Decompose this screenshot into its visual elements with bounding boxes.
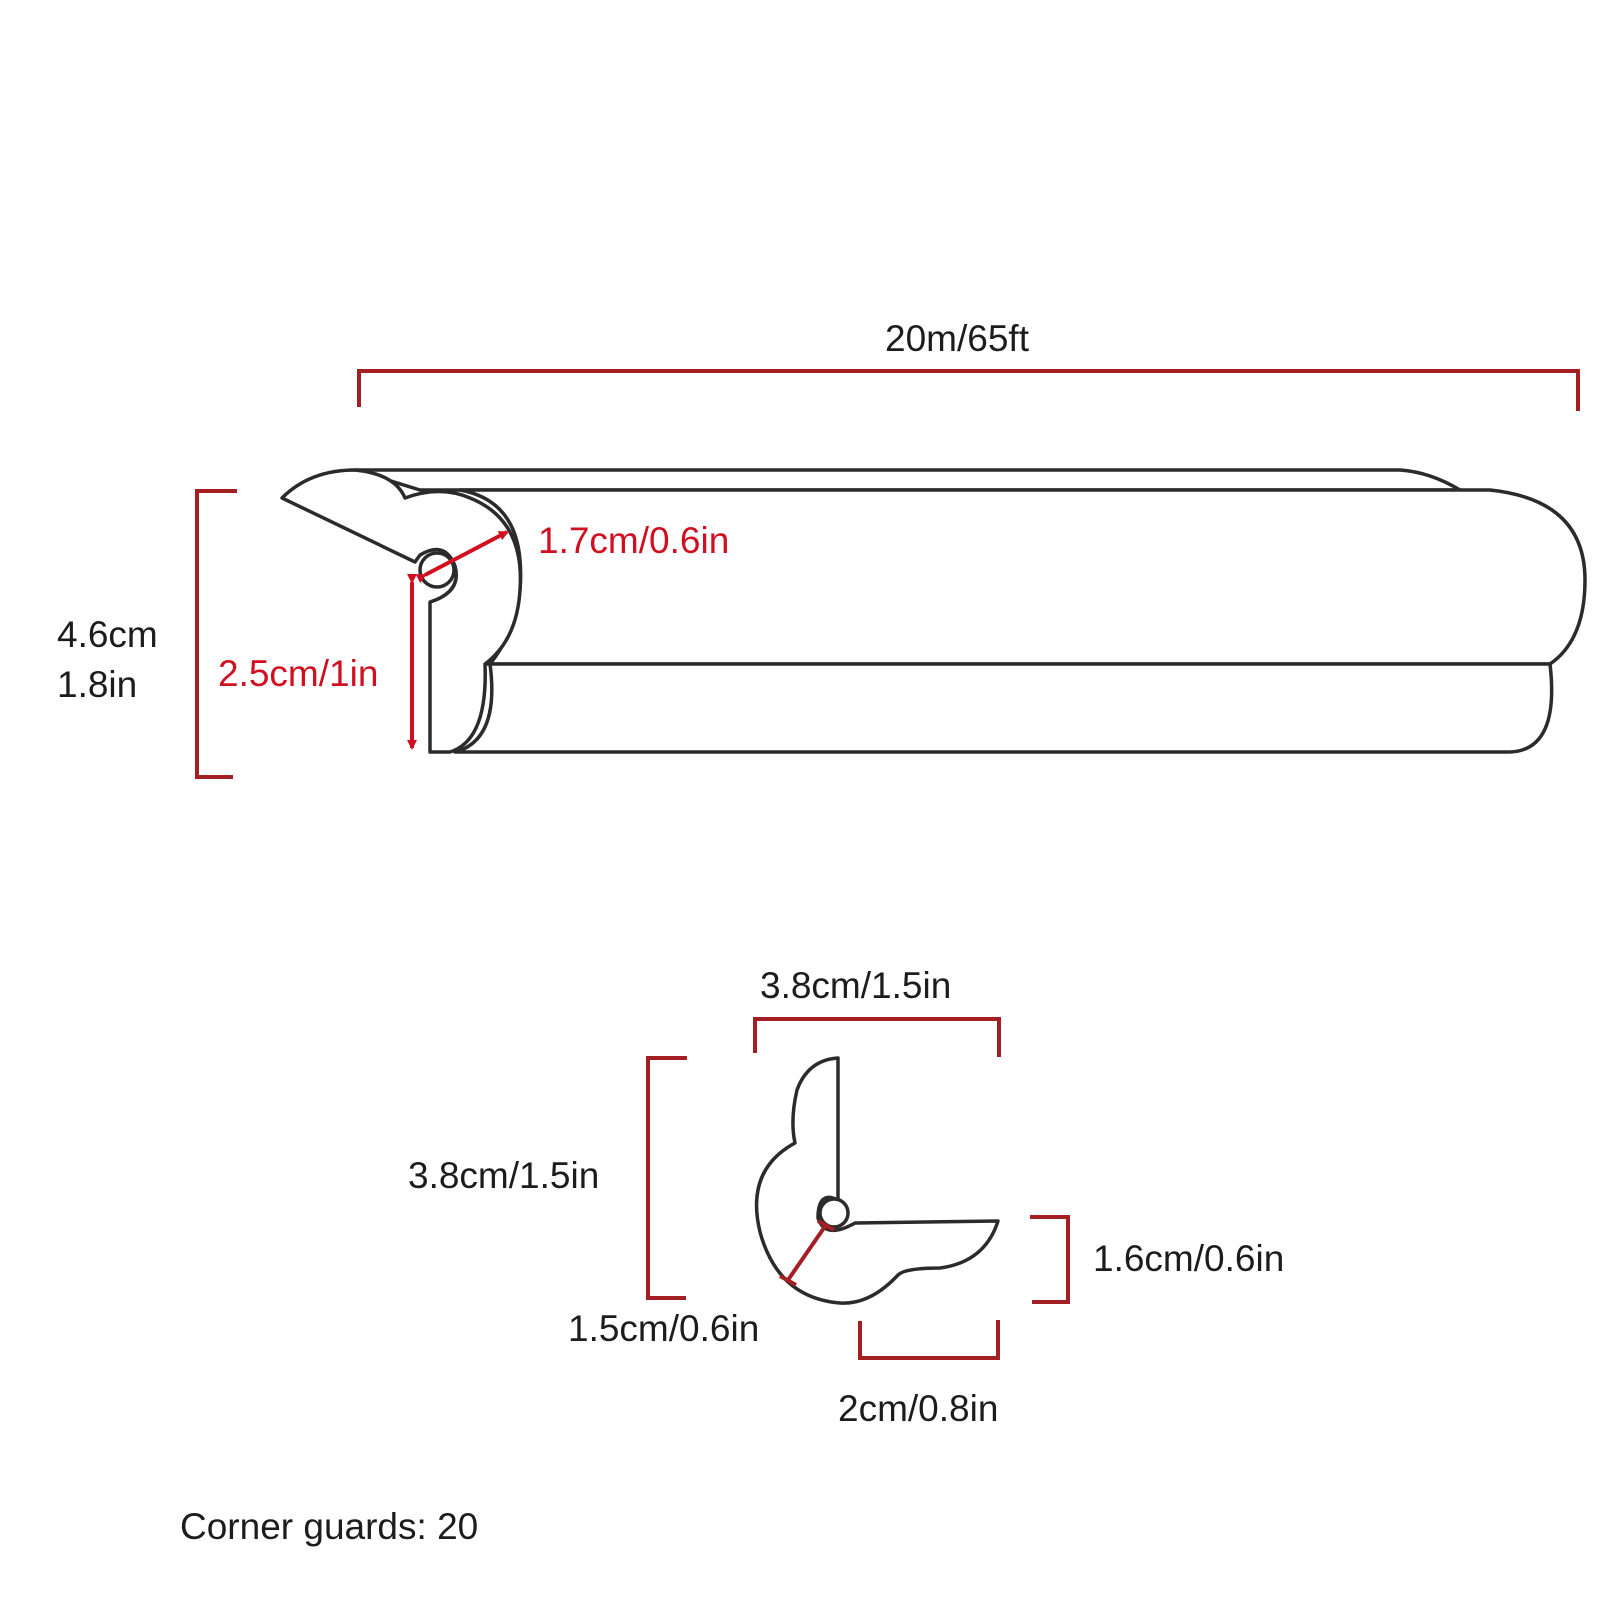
strip-height-in: 1.8in	[57, 664, 138, 705]
corner-right-bracket	[1030, 1215, 1070, 1304]
corner-guard-outline	[754, 1056, 1000, 1305]
strip-height-label: 4.6cm 1.8in	[57, 610, 158, 710]
corner-left-bracket	[646, 1056, 687, 1300]
strip-lower-body	[453, 662, 1554, 754]
strip-length-label: 20m/65ft	[885, 318, 1029, 359]
corner-guard-drawing	[754, 1056, 1000, 1305]
corner-right-height-label: 1.6cm/0.6in	[1093, 1238, 1285, 1279]
corner-top-width-label: 3.8cm/1.5in	[760, 965, 952, 1006]
strip-depth-label: 1.7cm/0.6in	[538, 520, 730, 561]
corner-top-bracket	[753, 1017, 1001, 1057]
corner-bottom-width-label: 2cm/0.8in	[838, 1388, 999, 1429]
corner-thickness-label: 1.5cm/0.6in	[568, 1308, 760, 1349]
height-bracket	[195, 489, 237, 779]
strip-height-cm: 4.6cm	[57, 614, 158, 655]
corner-thickness-tick-a	[817, 1219, 835, 1232]
strip-inner-height-label: 2.5cm/1in	[218, 653, 379, 694]
corner-guard-hole	[818, 1197, 850, 1229]
length-bracket	[357, 369, 1580, 411]
edge-strip-drawing	[280, 468, 1587, 754]
corner-thickness-line	[786, 1223, 828, 1282]
corner-left-height-label: 3.8cm/1.5in	[408, 1155, 600, 1196]
depth-arrow	[415, 530, 509, 584]
strip-end-profile	[280, 468, 523, 754]
corner-thickness-tick-b	[779, 1274, 797, 1287]
strip-top-surface	[353, 468, 1462, 492]
corner-bottom-bracket	[858, 1320, 1000, 1360]
strip-upper-body	[458, 488, 1587, 666]
corner-guards-count: Corner guards: 20	[180, 1506, 479, 1547]
